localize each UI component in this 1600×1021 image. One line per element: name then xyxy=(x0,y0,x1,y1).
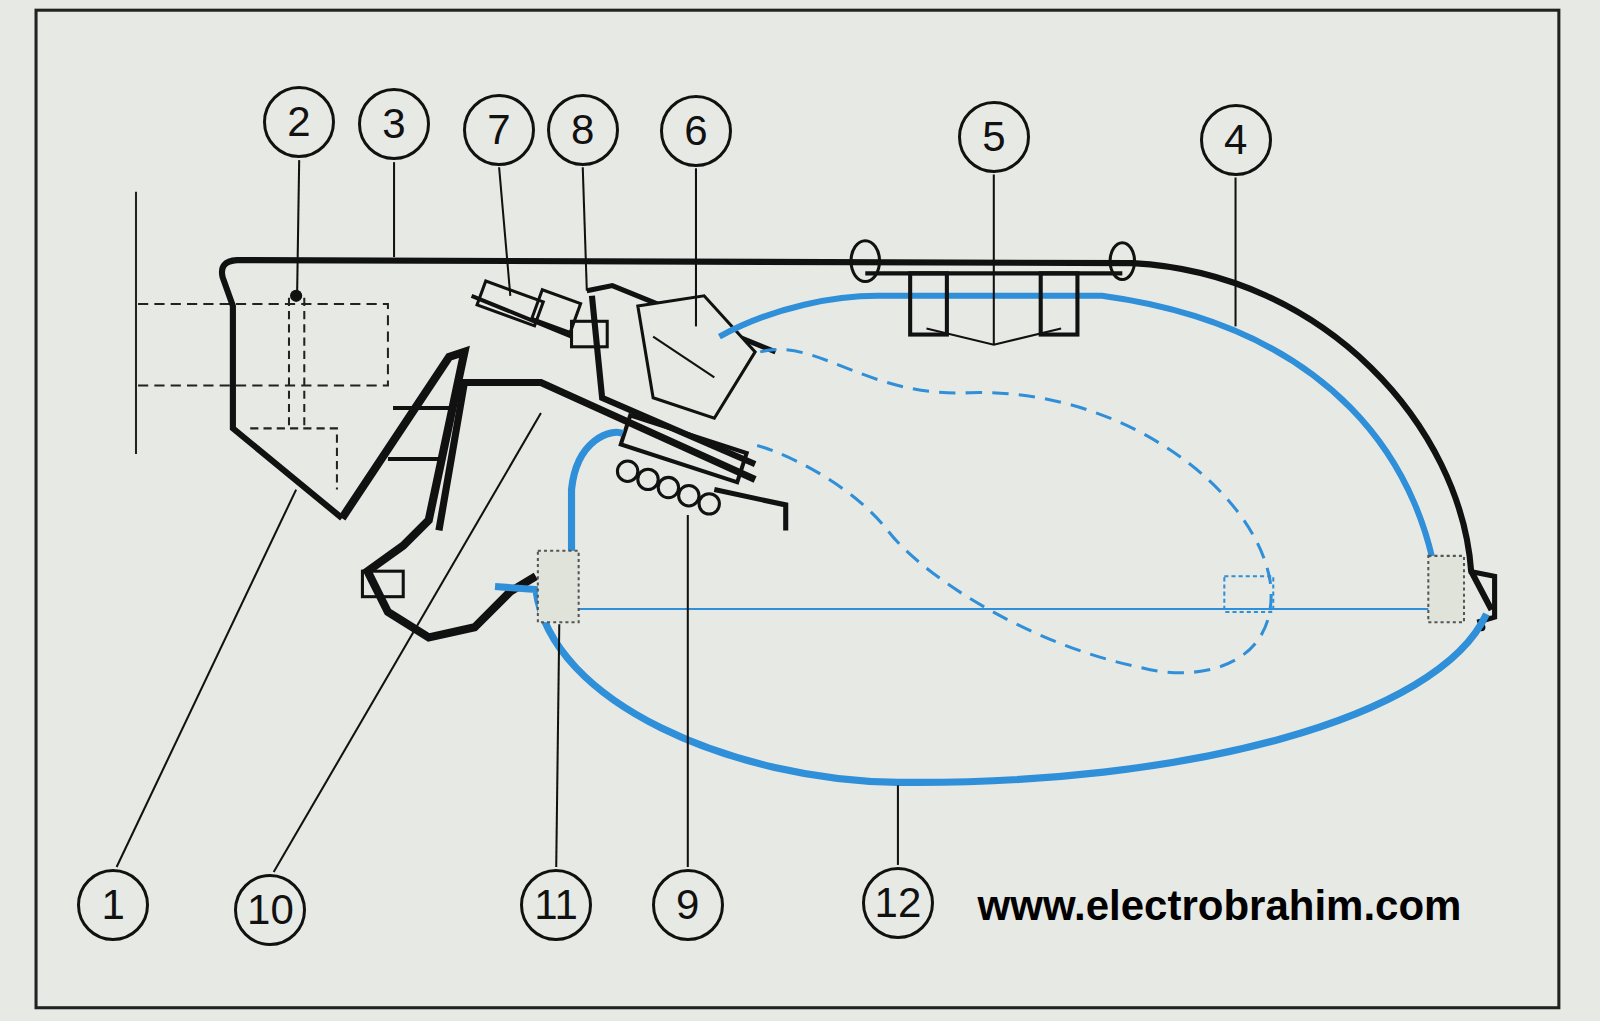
callout-number: 10 xyxy=(234,874,306,946)
callout-number: 1 xyxy=(77,869,149,941)
callout-number: 11 xyxy=(520,869,592,941)
callout-number: 6 xyxy=(660,95,732,167)
watermark: www.electrobrahim.com xyxy=(978,882,1462,930)
callout-number: 2 xyxy=(263,86,335,158)
callout-number: 4 xyxy=(1200,104,1272,176)
callout-number: 8 xyxy=(547,94,619,166)
callout-number: 7 xyxy=(463,94,535,166)
callout-number: 12 xyxy=(862,867,934,939)
callout-number: 5 xyxy=(958,101,1030,173)
callout-number: 9 xyxy=(652,869,724,941)
callout-number: 3 xyxy=(358,88,430,160)
